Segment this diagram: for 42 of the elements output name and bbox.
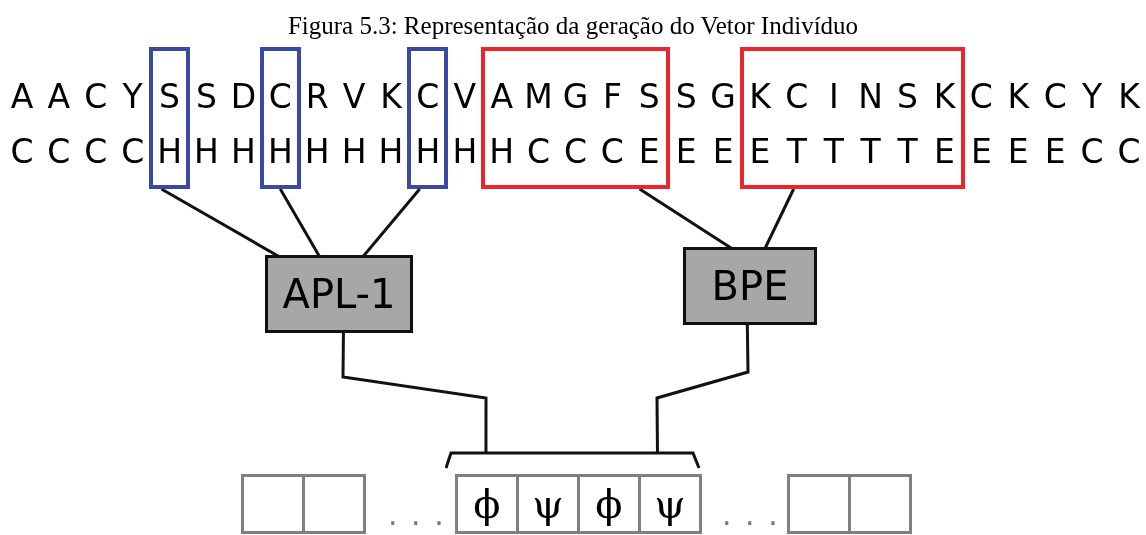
highlight-frame — [149, 47, 191, 189]
sequence-letters: V — [452, 76, 478, 118]
sequence-letters: E E E C C — [969, 131, 1142, 173]
module-box: APL-1 — [265, 255, 413, 333]
empty-cell — [302, 474, 366, 534]
sequence-letters: H — [451, 131, 479, 173]
ellipsis: . . . — [722, 497, 780, 532]
figure-caption: Figura 5.3: Representação da geração do Vetor Indivíduo — [286, 12, 860, 40]
angle-cell: ϕ — [455, 474, 519, 534]
empty-cell — [241, 474, 305, 534]
highlight-frame — [481, 47, 670, 189]
sequence-letters: H — [414, 131, 442, 173]
angle-cell: ψ — [516, 474, 580, 534]
sequence-letters: H H — [193, 131, 257, 173]
sequence-letters: S D — [195, 76, 258, 118]
sequence-letters: C K C Y K — [968, 76, 1142, 118]
sequence-letters: E T T T T E — [748, 131, 956, 173]
empty-cell — [787, 474, 851, 534]
module-box: BPE — [683, 247, 817, 325]
sequence-letters: H — [266, 131, 294, 173]
angle-cell: ψ — [638, 474, 702, 534]
highlight-frame — [407, 47, 449, 189]
sequence-letters: K C I N S K — [748, 76, 957, 118]
sequence-letters: R V K — [304, 76, 404, 118]
ellipsis: . . . — [388, 497, 446, 532]
sequence-letters: H C C C E — [488, 131, 661, 173]
sequence-letters: C — [415, 76, 441, 118]
sequence-letters: S — [158, 76, 182, 118]
empty-cell — [848, 474, 912, 534]
sequence-letters: E E — [674, 131, 735, 173]
highlight-frame — [739, 47, 965, 189]
sequence-letters: C C C C — [9, 131, 146, 173]
connector-line — [655, 324, 750, 452]
sequence-letters: H H H — [303, 131, 405, 173]
sequence-letters: H — [156, 131, 183, 173]
connector-line — [341, 333, 488, 452]
highlight-frame — [259, 47, 301, 189]
sequence-letters: C — [267, 76, 293, 118]
sequence-letters: A A C Y — [9, 76, 144, 118]
angle-cell: ϕ — [577, 474, 641, 534]
sequence-letters: S G — [674, 76, 737, 118]
sequence-letters: A M G F S — [489, 76, 661, 118]
